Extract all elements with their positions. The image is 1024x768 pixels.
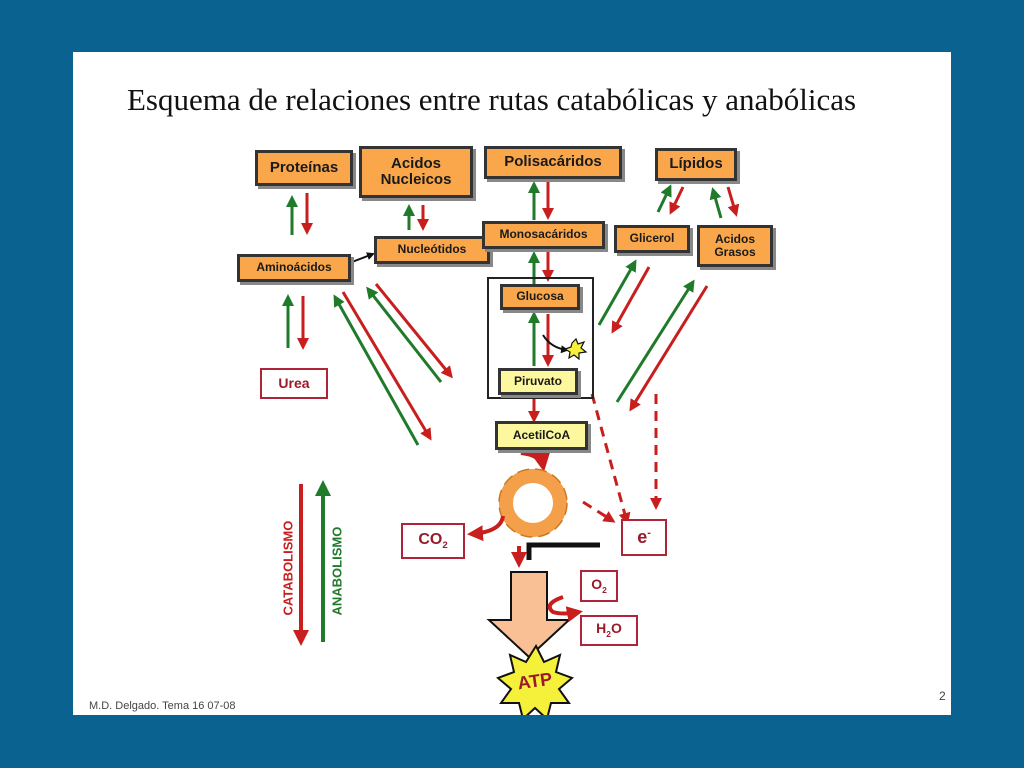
node-aminoacidos: Aminoácidos [237, 254, 351, 282]
arrow-link [526, 542, 600, 560]
arrow-anabolic [597, 259, 637, 326]
diagram-arrows [282, 180, 740, 715]
node-monosacaridos: Monosacáridos [482, 221, 605, 249]
arrow-anabolic [333, 294, 420, 446]
arrow-catabolic [547, 595, 583, 623]
node-co2: CO2 [401, 523, 465, 559]
slide: Esquema de relaciones entre rutas catabó… [73, 52, 951, 715]
arrow-anabolic [366, 286, 443, 383]
glycolysis-frame [487, 277, 594, 399]
arrow-link [542, 334, 569, 354]
node-piruvato: Piruvato [498, 368, 578, 395]
slide-title: Esquema de relaciones entre rutas catabó… [127, 82, 857, 117]
arrow-catabolic [629, 285, 709, 412]
arrow-dashed [590, 393, 631, 525]
anabolism-label: ANABOLISMO [329, 526, 345, 616]
arrow-anabolic [615, 279, 695, 403]
arrow-catabolic [341, 291, 432, 441]
krebs-cycle [499, 469, 567, 537]
node-glucosa: Glucosa [500, 284, 580, 310]
node-proteinas: Proteínas [255, 150, 353, 186]
node-nucleotidos: Nucleótidos [374, 236, 490, 264]
catabolism-label: CATABOLISMO [280, 520, 296, 616]
node-urea: Urea [260, 368, 328, 399]
arrow-link [351, 252, 375, 263]
page-number: 2 [939, 689, 946, 703]
arrow-catabolic [726, 186, 740, 217]
node-lipidos: Lípidos [655, 148, 737, 181]
node-electron: e- [621, 519, 667, 556]
arrow-catabolic [374, 283, 453, 379]
arrow-catabolic [611, 266, 651, 334]
node-acetilcoa: AcetilCoA [495, 421, 588, 450]
atp-synthesis-arrow [486, 571, 572, 659]
node-glicerol: Glicerol [614, 225, 690, 253]
node-o2: O2 [580, 570, 618, 602]
atp-burst [496, 643, 574, 715]
arrow-catabolic [467, 515, 505, 542]
node-polisacaridos: Polisacáridos [484, 146, 622, 179]
node-h2o: H2O [580, 615, 638, 646]
energy-burst-icon [563, 337, 588, 361]
arrow-catabolic [520, 446, 552, 472]
arrow-anabolic [709, 187, 723, 219]
arrow-anabolic [656, 184, 672, 213]
footer-author: M.D. Delgado. Tema 16 07-08 [89, 700, 236, 712]
arrow-dashed [582, 500, 616, 523]
arrow-catabolic [669, 186, 685, 215]
